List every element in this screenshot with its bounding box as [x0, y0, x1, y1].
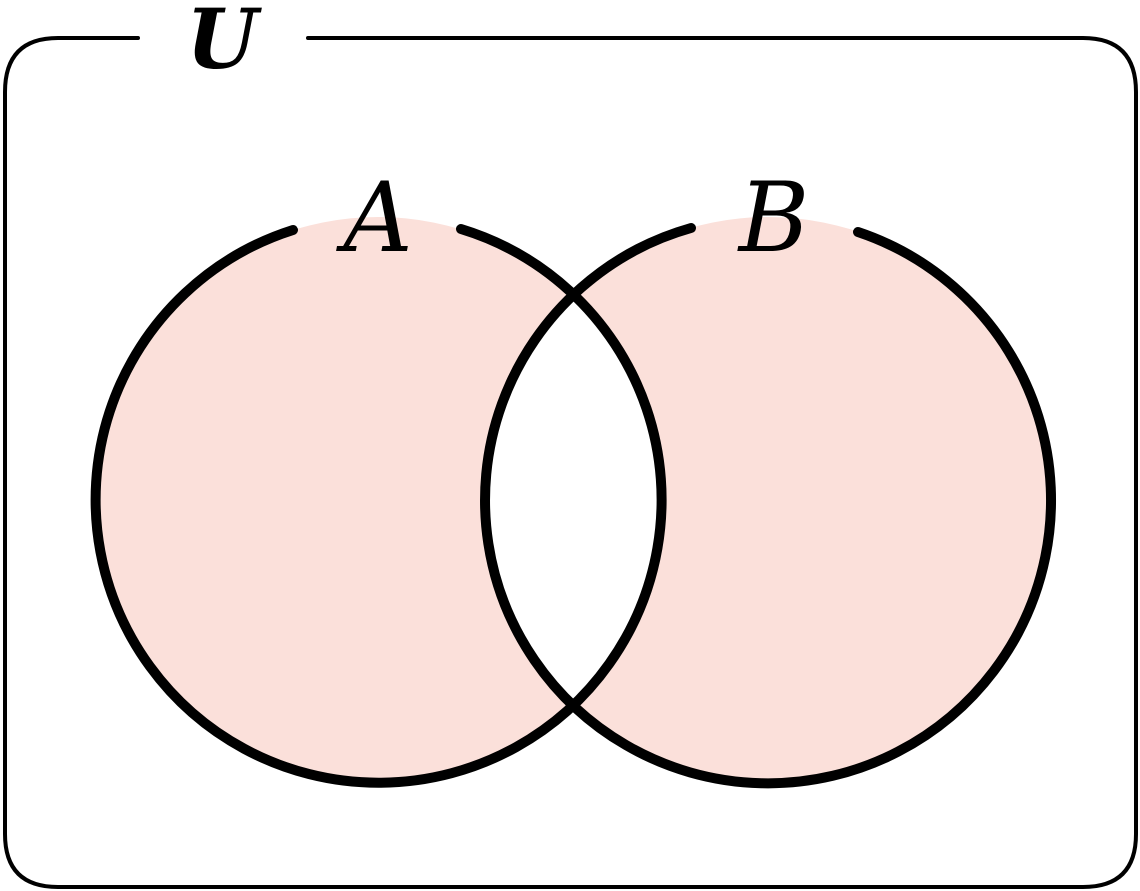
set-a-outline — [90, 224, 667, 788]
universe-label: U — [186, 0, 262, 88]
set-b-label: B — [737, 162, 810, 274]
set-b-outline — [480, 223, 1057, 789]
universe-box — [2, 36, 1138, 889]
set-a-label: A — [335, 162, 412, 274]
